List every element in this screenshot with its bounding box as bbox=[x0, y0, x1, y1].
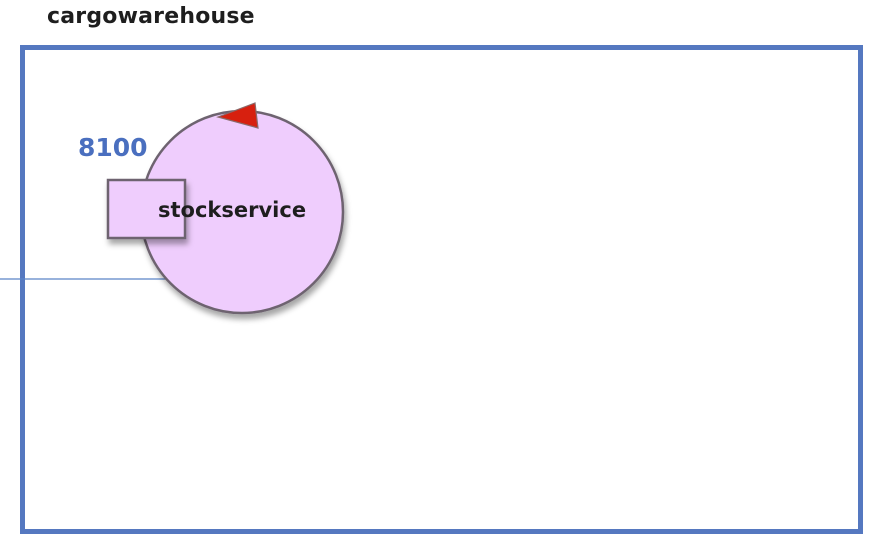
container-box bbox=[20, 45, 863, 534]
service-label: stockservice bbox=[158, 198, 307, 222]
container-title: cargowarehouse bbox=[47, 4, 255, 29]
port-box[interactable] bbox=[106, 178, 187, 240]
port-label: 8100 bbox=[78, 133, 148, 162]
status-marker bbox=[216, 102, 259, 129]
